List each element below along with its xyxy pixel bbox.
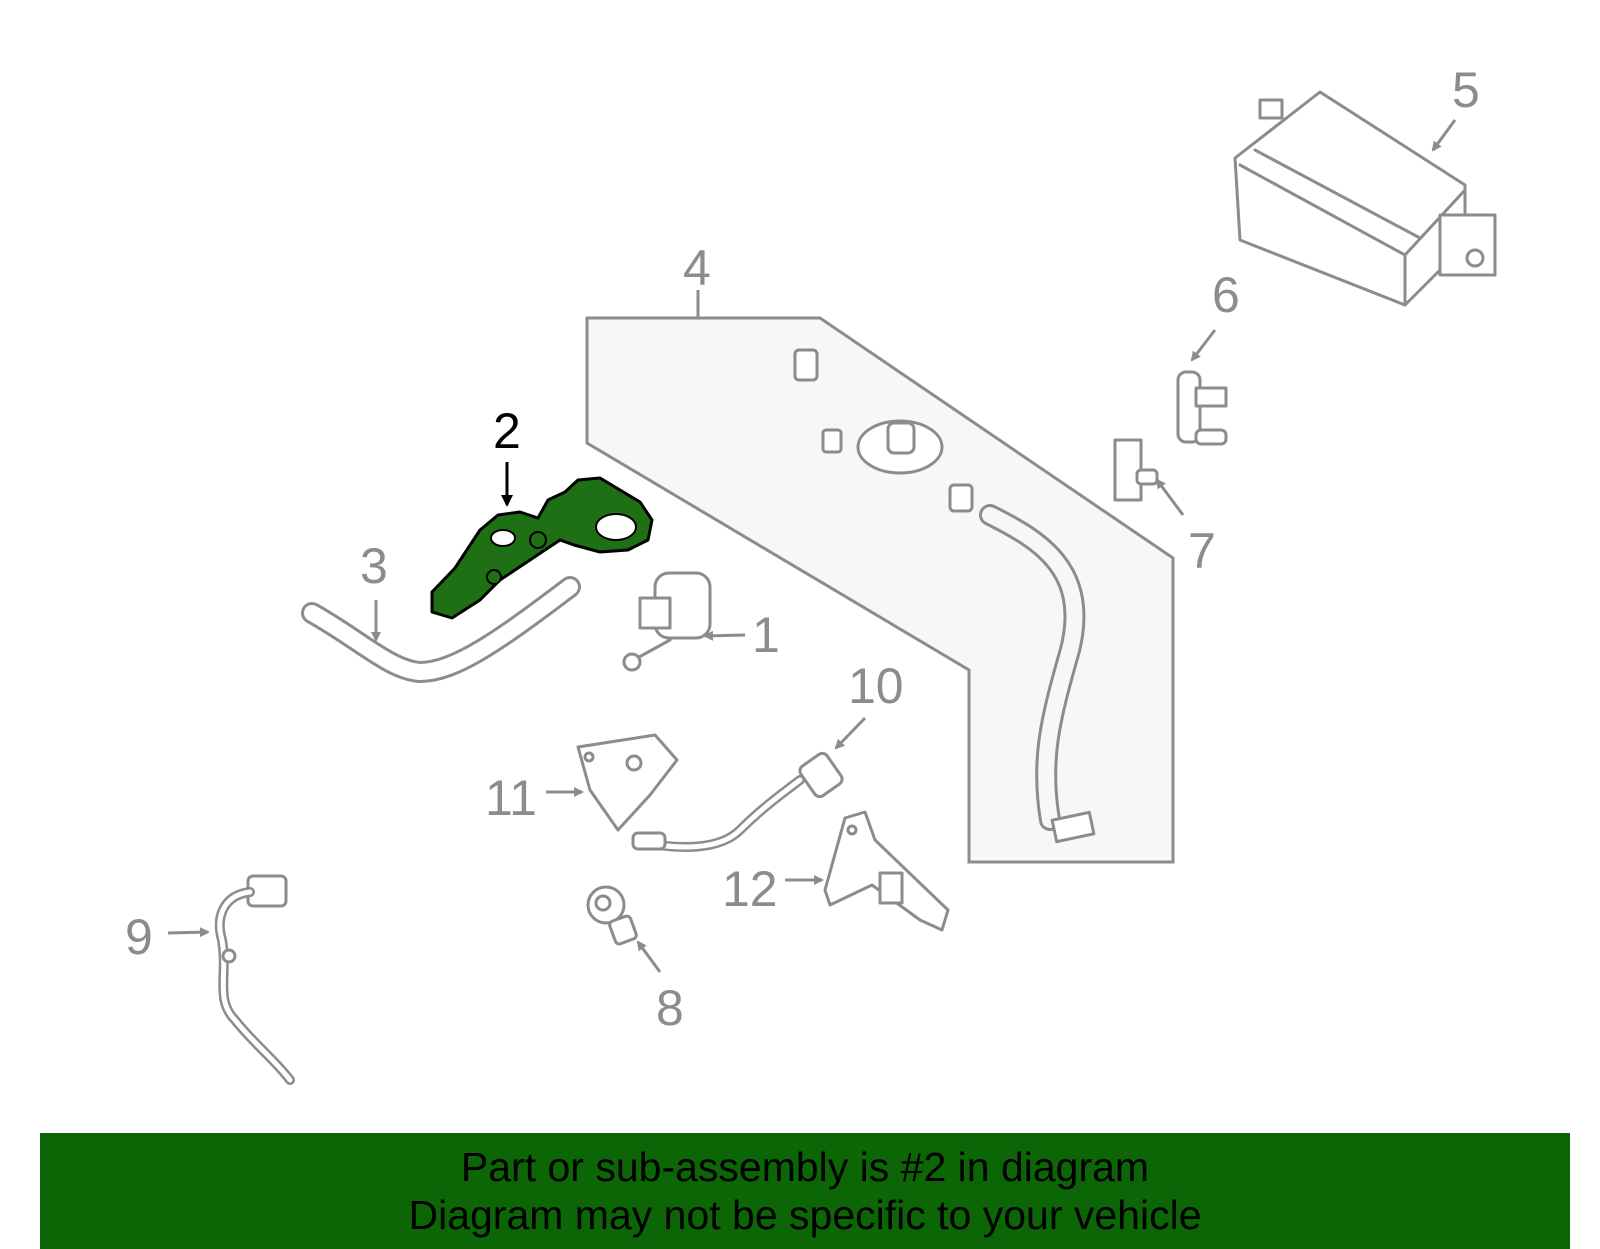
callout-3: 3 <box>360 538 388 594</box>
callout-10: 10 <box>848 658 904 714</box>
part-12-bracket <box>823 810 950 932</box>
callout-4: 4 <box>683 240 711 296</box>
callout-6: 6 <box>1212 267 1240 323</box>
callout-8: 8 <box>656 980 684 1036</box>
part-9-oxygen-sensor <box>214 874 295 1085</box>
part-11-bracket <box>576 733 679 832</box>
part-5-canister <box>1233 90 1497 307</box>
callout-2: 2 <box>493 403 521 459</box>
callout-12: 12 <box>722 861 778 917</box>
callout-labels: 1 2 3 4 5 6 7 8 9 10 11 12 <box>125 62 1480 1036</box>
callout-9: 9 <box>125 909 153 965</box>
callout-1: 1 <box>752 607 780 663</box>
callout-11: 11 <box>485 770 537 826</box>
part-3-hose <box>301 576 581 684</box>
callout-7: 7 <box>1188 523 1216 579</box>
part-4-valve <box>793 348 944 475</box>
part-8-knock-sensor <box>586 885 638 946</box>
part-10-sensor <box>631 751 844 852</box>
part-2-bracket <box>430 476 654 620</box>
banner-line-part-info: Part or sub-assembly is #2 in diagram <box>460 1144 1150 1190</box>
info-banner: Part or sub-assembly is #2 in diagram Di… <box>40 1133 1570 1249</box>
banner-line-disclaimer: Diagram may not be specific to your vehi… <box>408 1192 1202 1238</box>
part-4-hose-assembly <box>585 316 1175 864</box>
part-7-sensor <box>1113 438 1159 502</box>
callout-arrows <box>167 119 1457 973</box>
callout-5: 5 <box>1452 62 1480 118</box>
part-1-valve <box>622 571 712 672</box>
part-6-connector <box>1176 370 1228 446</box>
